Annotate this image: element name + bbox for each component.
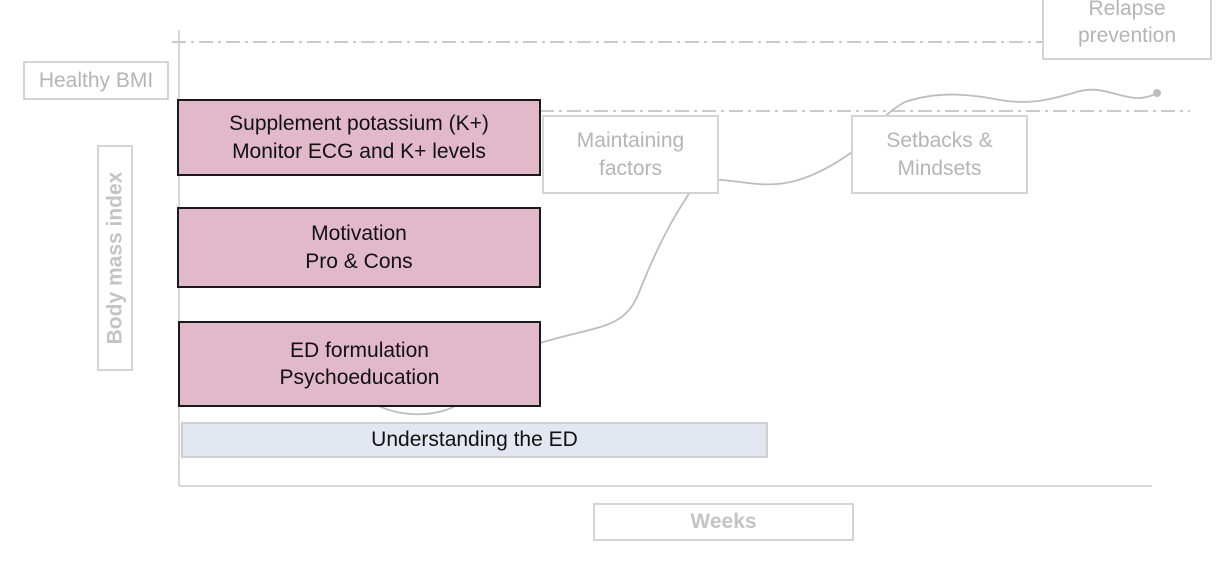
motivation-intervention-box: Motivation Pro & Cons	[177, 207, 541, 288]
relapse-prevention-box: Relapse prevention	[1042, 0, 1212, 60]
x-axis-label: Weeks	[593, 503, 854, 541]
x-axis-label-text: Weeks	[690, 510, 757, 534]
motivation-line2: Pro & Cons	[305, 249, 413, 273]
understanding-phase-label: Understanding the ED	[371, 428, 578, 452]
healthy-bmi-label: Healthy BMI	[23, 61, 169, 100]
understanding-phase-bar: Understanding the ED	[181, 422, 768, 458]
relapse-prevention-line1: Relapse	[1088, 0, 1166, 20]
setbacks-mindsets-line1: Setbacks &	[886, 129, 993, 153]
potassium-line2: Monitor ECG and K+ levels	[232, 139, 486, 163]
formulation-line2: Psychoeducation	[279, 366, 440, 389]
bmi-trajectory-curve-main	[539, 88, 1158, 344]
trajectory-end-dot	[1153, 89, 1161, 97]
setbacks-mindsets-line2: Mindsets	[897, 156, 982, 180]
maintaining-factors-line2: factors	[598, 156, 663, 180]
formulation-line1: ED formulation	[290, 338, 429, 362]
y-axis-label-text: Body mass index	[103, 171, 127, 345]
maintaining-factors-box: Maintaining factors	[542, 115, 719, 194]
potassium-line1: Supplement potassium (K+)	[229, 112, 489, 136]
formulation-intervention-box: ED formulation Psychoeducation	[178, 321, 541, 407]
relapse-prevention-line2: prevention	[1077, 24, 1177, 47]
y-axis-label: Body mass index	[97, 145, 133, 371]
maintaining-factors-line1: Maintaining	[576, 129, 685, 153]
motivation-line1: Motivation	[311, 222, 407, 246]
potassium-intervention-box: Supplement potassium (K+) Monitor ECG an…	[177, 99, 541, 176]
setbacks-mindsets-box: Setbacks & Mindsets	[851, 115, 1028, 194]
